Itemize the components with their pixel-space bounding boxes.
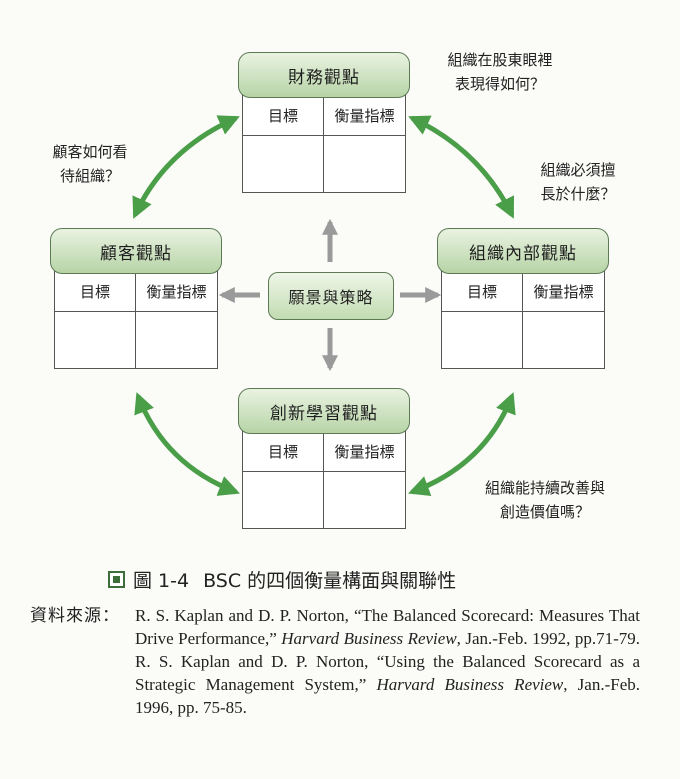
objective-header: 目標 [442, 272, 523, 312]
measure-header: 衡量指標 [136, 272, 217, 312]
measure-header: 衡量指標 [324, 96, 405, 136]
measure-cell [324, 472, 405, 528]
learning-title: 創新學習觀點 [238, 388, 410, 434]
learning-question: 組織能持續改善與創造價值嗎？ [484, 479, 605, 521]
customer-table: 目標 衡量指標 [54, 271, 218, 369]
objective-header: 目標 [55, 272, 136, 312]
journal-name: Harvard Business Review [281, 629, 457, 648]
financial-title: 財務觀點 [238, 52, 410, 98]
learning-table: 目標 衡量指標 [242, 431, 406, 529]
arrow-internal-learning [408, 392, 516, 497]
financial-table: 目標 衡量指標 [242, 95, 406, 193]
internal-table: 目標 衡量指標 [441, 271, 605, 369]
objective-cell [243, 136, 324, 192]
journal-name: Harvard Business Review [376, 675, 564, 694]
measure-cell [523, 312, 604, 368]
objective-header: 目標 [243, 96, 324, 136]
arrow-customer-financial [132, 115, 240, 219]
figure-title: BSC 的四個衡量構面與關聯性 [203, 570, 457, 592]
caption-square-icon [108, 571, 125, 588]
figure-number: 圖 1-4 [133, 570, 190, 592]
measure-header: 衡量指標 [523, 272, 604, 312]
financial-question: 組織在股東眼裡表現得如何？ [447, 51, 553, 93]
source-text: R. S. Kaplan and D. P. Norton, “The Bala… [135, 606, 640, 717]
customer-title: 顧客觀點 [50, 228, 222, 274]
customer-perspective: 顧客觀點 目標 衡量指標 [50, 228, 222, 369]
objective-cell [243, 472, 324, 528]
internal-perspective: 組織內部觀點 目標 衡量指標 [437, 228, 609, 369]
arrow-customer-learning [134, 392, 240, 496]
internal-question: 組織必須擅長於什麼？ [540, 161, 616, 203]
objective-cell [55, 312, 136, 368]
arrow-financial-internal [408, 115, 515, 219]
measure-cell [324, 136, 405, 192]
internal-title: 組織內部觀點 [437, 228, 609, 274]
customer-question: 顧客如何看待組織？ [52, 143, 128, 185]
financial-perspective: 財務觀點 目標 衡量指標 [238, 52, 410, 193]
vision-strategy-box: 願景與策略 [268, 272, 394, 320]
objective-header: 目標 [243, 432, 324, 472]
learning-perspective: 創新學習觀點 目標 衡量指標 [238, 388, 410, 529]
source-label: 資料來源： [30, 606, 120, 625]
objective-cell [442, 312, 523, 368]
measure-header: 衡量指標 [324, 432, 405, 472]
source-note: 資料來源： R. S. Kaplan and D. P. Norton, “Th… [30, 604, 640, 719]
figure-caption: 圖 1-4 BSC 的四個衡量構面與關聯性 [108, 566, 456, 593]
connector-arrows [132, 115, 516, 497]
measure-cell [136, 312, 217, 368]
